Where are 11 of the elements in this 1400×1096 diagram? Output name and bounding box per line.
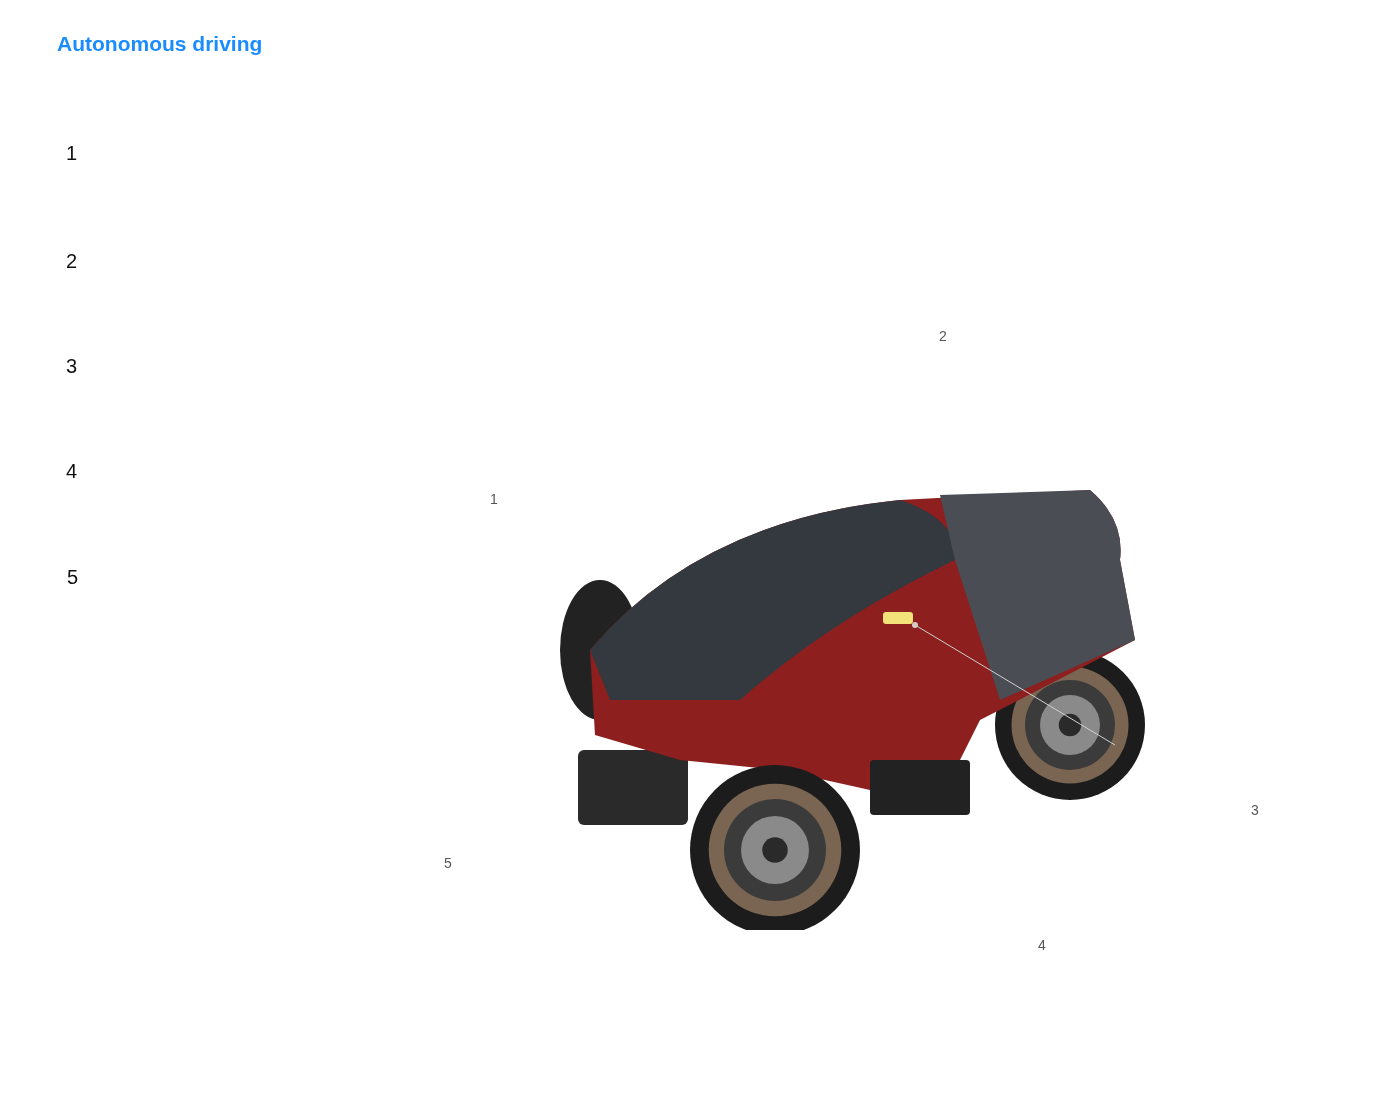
callout-number: 4 bbox=[1038, 937, 1046, 953]
title: Autonomous driving bbox=[57, 32, 263, 56]
callout-number: 5 bbox=[67, 566, 79, 589]
callout-number: 3 bbox=[66, 355, 78, 378]
callout-number: 4 bbox=[66, 460, 78, 483]
callout-number: 2 bbox=[939, 328, 947, 344]
callout-number: 1 bbox=[66, 142, 78, 165]
callout-number: 1 bbox=[490, 491, 498, 507]
callout-number: 2 bbox=[66, 250, 78, 273]
callout-number: 3 bbox=[1251, 802, 1259, 818]
callout-number: 5 bbox=[444, 855, 452, 871]
